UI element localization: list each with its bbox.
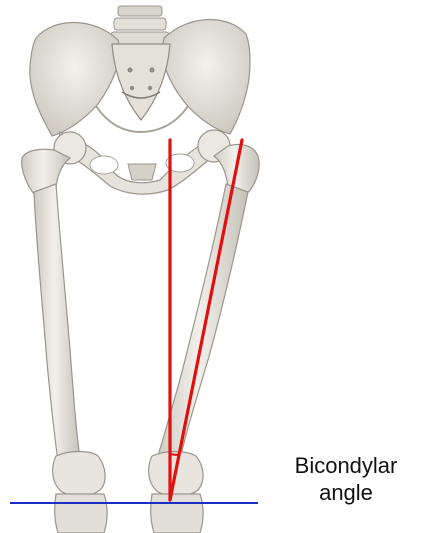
femoral-axis-line <box>170 140 242 500</box>
caption-line-1: Bicondylar <box>276 452 416 479</box>
pelvis <box>30 19 250 194</box>
angle-arc <box>170 454 179 455</box>
lumbar-vertebrae <box>111 6 169 44</box>
left-femur <box>22 132 107 533</box>
caption-line-2: angle <box>276 479 416 506</box>
bicondylar-angle-label: Bicondylar angle <box>276 452 416 506</box>
